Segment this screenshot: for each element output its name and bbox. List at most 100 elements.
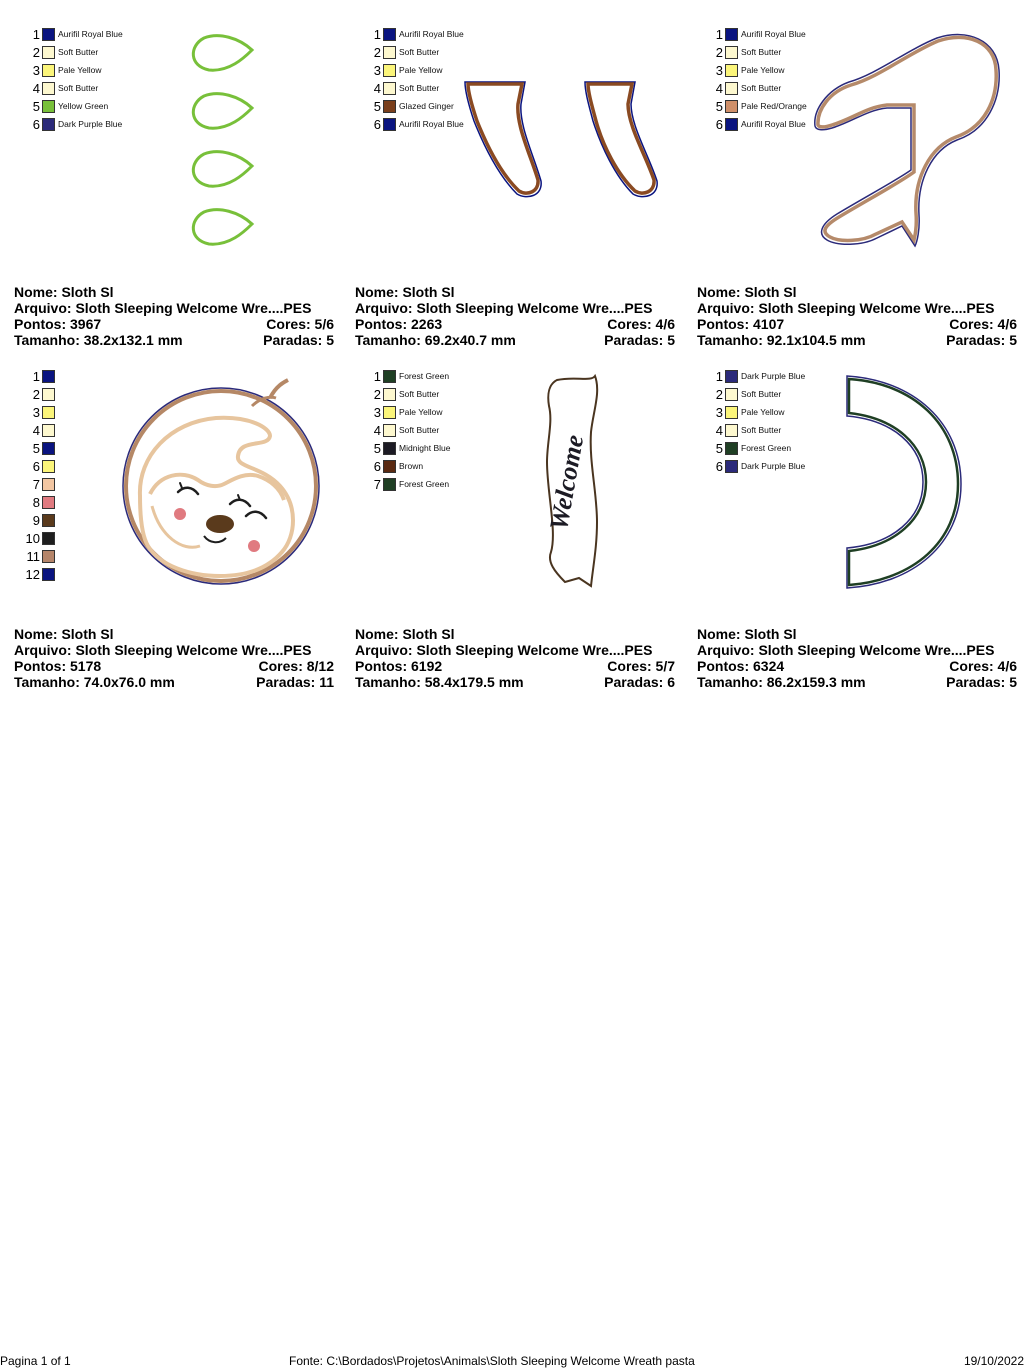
legend-number: 4 [715, 423, 723, 438]
legend-row: 6 Brown [355, 458, 505, 476]
thread-name: Aurifil Royal Blue [741, 29, 806, 39]
thread-name: Soft Butter [399, 389, 440, 399]
color-swatch [383, 82, 396, 95]
legend-number: 2 [32, 45, 40, 60]
color-swatch [725, 424, 738, 437]
source-path: Fonte: C:\Bordados\Projetos\Animals\Slot… [289, 1354, 695, 1368]
thread-name: Forest Green [399, 371, 450, 381]
color-swatch [383, 28, 396, 41]
legend-row: 10 [14, 530, 164, 548]
legend-number: 4 [373, 423, 381, 438]
color-swatch [42, 568, 55, 581]
color-swatch [725, 370, 738, 383]
color-swatch [383, 370, 396, 383]
color-count: Cores: 4/6 [949, 316, 1017, 332]
thread-name: Pale Yellow [58, 65, 102, 75]
color-swatch [42, 46, 55, 59]
legend-number: 2 [32, 387, 40, 402]
design-info: Nome: Sloth Sl Arquivo: Sloth Sleeping W… [14, 284, 334, 348]
color-swatch [42, 118, 55, 131]
legend-number: 4 [32, 81, 40, 96]
color-swatch [725, 460, 738, 473]
legend-row: 6 Aurifil Royal Blue [355, 116, 505, 134]
legend-number: 5 [32, 441, 40, 456]
color-swatch [42, 496, 55, 509]
color-swatch [42, 28, 55, 41]
legend-number: 2 [715, 45, 723, 60]
design-info: Nome: Sloth Sl Arquivo: Sloth Sleeping W… [355, 626, 675, 690]
legend-number: 6 [373, 117, 381, 132]
thread-name: Brown [399, 461, 424, 471]
legend-number: 3 [715, 405, 723, 420]
legend-row: 2 Soft Butter [697, 44, 847, 62]
thread-name: Pale Yellow [741, 65, 785, 75]
legend-number: 5 [32, 99, 40, 114]
color-swatch [42, 550, 55, 563]
thread-name: Soft Butter [58, 83, 99, 93]
legend-number: 11 [26, 549, 41, 564]
legend-row: 4 Soft Butter [14, 80, 164, 98]
stop-count: Paradas: 5 [946, 332, 1017, 348]
stitch-count: Pontos: 3967 [14, 316, 102, 332]
stitch-count: Pontos: 5178 [14, 658, 102, 674]
leaf-appliques-artwork [191, 34, 255, 246]
thread-name: Aurifil Royal Blue [741, 119, 806, 129]
design-size: Tamanho: 74.0x76.0 mm [14, 674, 175, 690]
legend-number: 7 [32, 477, 40, 492]
thread-name: Dark Purple Blue [58, 119, 123, 129]
design-file: Arquivo: Sloth Sleeping Welcome Wre....P… [14, 642, 312, 658]
design-name: Nome: Sloth Sl [355, 626, 455, 642]
legend-number: 5 [373, 99, 381, 114]
branch-applique-artwork [814, 33, 1000, 248]
legend-number: 1 [32, 369, 40, 384]
color-swatch [725, 28, 738, 41]
color-swatch [42, 406, 55, 419]
color-swatch [725, 46, 738, 59]
color-swatch [725, 118, 738, 131]
design-size: Tamanho: 86.2x159.3 mm [697, 674, 866, 690]
design-size: Tamanho: 38.2x132.1 mm [14, 332, 183, 348]
thread-name: Pale Yellow [399, 407, 443, 417]
thread-name: Aurifil Royal Blue [399, 119, 464, 129]
stitch-count: Pontos: 6192 [355, 658, 443, 674]
thread-name: Dark Purple Blue [741, 371, 806, 381]
color-count: Cores: 8/12 [258, 658, 334, 674]
thread-name: Soft Butter [399, 47, 440, 57]
legend-number: 3 [373, 405, 381, 420]
legend-row: 3 Pale Yellow [355, 404, 505, 422]
legend-number: 3 [32, 405, 40, 420]
welcome-banner-artwork: Welcome [544, 373, 599, 588]
legend-number: 2 [715, 387, 723, 402]
legend-number: 5 [715, 441, 723, 456]
color-swatch [383, 46, 396, 59]
color-swatch [42, 460, 55, 473]
design-size: Tamanho: 92.1x104.5 mm [697, 332, 866, 348]
design-name: Nome: Sloth Sl [14, 284, 114, 300]
design-name: Nome: Sloth Sl [697, 284, 797, 300]
legend-number: 6 [373, 459, 381, 474]
stitch-count: Pontos: 2263 [355, 316, 443, 332]
color-swatch [42, 532, 55, 545]
stop-count: Paradas: 5 [263, 332, 334, 348]
design-name: Nome: Sloth Sl [14, 626, 114, 642]
color-swatch [383, 478, 396, 491]
thread-name: Soft Butter [741, 47, 782, 57]
legend-number: 1 [373, 27, 381, 42]
